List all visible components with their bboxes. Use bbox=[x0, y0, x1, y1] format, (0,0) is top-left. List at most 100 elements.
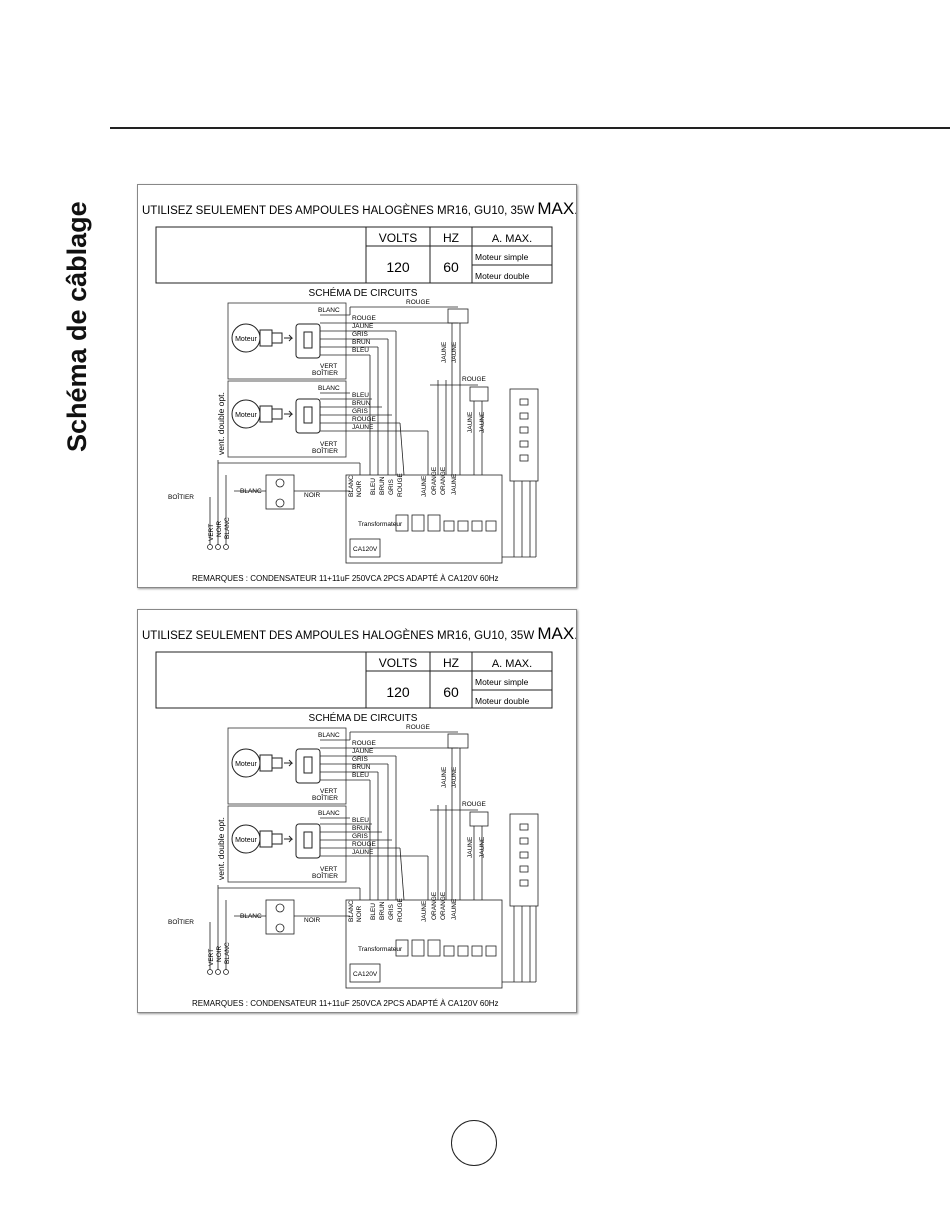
label-rouge-board: ROUGE bbox=[397, 473, 404, 498]
label-vert-2: VERT bbox=[320, 866, 337, 873]
label-brun-2: BRUN bbox=[352, 825, 371, 832]
label-blanc-2: BLANC bbox=[318, 385, 340, 392]
wiring-diagram: UTILISEZ SEULEMENT DES AMPOULES HALOGÈNE… bbox=[142, 624, 576, 1008]
label-gris-board: GRIS bbox=[388, 903, 395, 920]
label-jaune-board: JAUNE bbox=[421, 475, 428, 497]
motor-enclosure bbox=[227, 302, 347, 458]
label-vert-1: VERT bbox=[320, 788, 337, 795]
label-gris-board: GRIS bbox=[388, 478, 395, 495]
motor-1-label: Moteur bbox=[235, 761, 257, 768]
table-header-amax: A. MAX. bbox=[492, 658, 532, 670]
label-gris-1: GRIS bbox=[352, 756, 369, 763]
rating-table bbox=[155, 651, 553, 709]
label-gris-2: GRIS bbox=[352, 408, 369, 415]
label-jaune-lamp-1a: JAUNE bbox=[441, 766, 448, 788]
label-jaune-lamp-1b: JAUNE bbox=[451, 341, 458, 363]
wiring-diagram: UTILISEZ SEULEMENT DES AMPOULES HALOGÈNE… bbox=[142, 199, 576, 583]
label-rouge-top: ROUGE bbox=[406, 724, 431, 731]
row-single-motor: Moteur simple bbox=[475, 252, 529, 262]
label-boitier-2: BOÎTIER bbox=[312, 871, 338, 880]
label-vent-opt: vent. double opt. bbox=[216, 817, 226, 880]
label-ca120v: CA120V bbox=[353, 546, 378, 553]
wire-labels: BLANC ROUGE JAUNE GRIS BRUN BLEU ROUGE B… bbox=[168, 724, 487, 978]
label-jaune-board: JAUNE bbox=[421, 900, 428, 922]
volts-value: 120 bbox=[386, 684, 410, 700]
label-noir-lamp: NOIR bbox=[304, 917, 321, 924]
remarks-note: REMARQUES : CONDENSATEUR 11+11uF 250VCA … bbox=[192, 999, 499, 1008]
wiring-diagram-panel-2: UTILISEZ SEULEMENT DES AMPOULES HALOGÈNE… bbox=[137, 609, 577, 1013]
page-number-circle bbox=[451, 1120, 497, 1166]
label-boitier-supply: BOÎTIER bbox=[168, 917, 194, 926]
motor-1-label: Moteur bbox=[235, 336, 257, 343]
label-rouge-1: ROUGE bbox=[352, 740, 377, 747]
rating-table bbox=[155, 226, 553, 284]
label-vert-1: VERT bbox=[320, 363, 337, 370]
label-blanc-1: BLANC bbox=[318, 732, 340, 739]
label-orange-2: ORANGE bbox=[440, 891, 447, 920]
label-jaune-board-2: JAUNE bbox=[451, 898, 458, 920]
motor-enclosure bbox=[227, 727, 347, 883]
label-noir-board: NOIR bbox=[356, 480, 363, 497]
bulb-warning-heading: UTILISEZ SEULEMENT DES AMPOULES HALOGÈNE… bbox=[142, 624, 576, 643]
label-rouge-2: ROUGE bbox=[352, 416, 377, 423]
hz-value: 60 bbox=[443, 684, 459, 700]
label-boitier-1: BOÎTIER bbox=[312, 793, 338, 802]
table-header-hz: HZ bbox=[443, 656, 459, 670]
label-gris-1: GRIS bbox=[352, 331, 369, 338]
label-bleu-2: BLEU bbox=[352, 392, 369, 399]
motor-1 bbox=[231, 748, 321, 784]
label-rouge-2: ROUGE bbox=[352, 841, 377, 848]
label-rouge-top: ROUGE bbox=[406, 299, 431, 306]
label-brun-1: BRUN bbox=[352, 339, 371, 346]
header-rule bbox=[110, 127, 950, 129]
label-jaune-lamp-2a: JAUNE bbox=[467, 411, 474, 433]
row-double-motor: Moteur double bbox=[475, 696, 530, 706]
table-header-volts: VOLTS bbox=[379, 231, 417, 245]
motor-1 bbox=[231, 323, 321, 359]
wire-labels: BLANC ROUGE JAUNE GRIS BRUN BLEU ROUGE B… bbox=[168, 299, 487, 553]
label-rouge-lamp-2: ROUGE bbox=[462, 376, 487, 383]
bulb-warning-heading: UTILISEZ SEULEMENT DES AMPOULES HALOGÈNE… bbox=[142, 199, 576, 218]
section-title: Schéma de câblage bbox=[62, 201, 92, 452]
label-vert-supply: VERT bbox=[208, 949, 215, 966]
label-bleu-2: BLEU bbox=[352, 817, 369, 824]
label-blanc-board: BLANC bbox=[348, 475, 355, 497]
label-noir-supply: NOIR bbox=[216, 520, 223, 537]
label-brun-1: BRUN bbox=[352, 764, 371, 771]
label-jaune-1: JAUNE bbox=[352, 748, 374, 755]
row-single-motor: Moteur simple bbox=[475, 677, 529, 687]
label-rouge-board: ROUGE bbox=[397, 898, 404, 923]
table-header-hz: HZ bbox=[443, 231, 459, 245]
label-noir-supply: NOIR bbox=[216, 945, 223, 962]
label-orange-1: ORANGE bbox=[431, 891, 438, 920]
label-bleu-board: BLEU bbox=[370, 478, 377, 495]
label-noir-lamp: NOIR bbox=[304, 492, 321, 499]
label-orange-1: ORANGE bbox=[431, 466, 438, 495]
table-header-amax: A. MAX. bbox=[492, 233, 532, 245]
label-jaune-2: JAUNE bbox=[352, 849, 374, 856]
label-boitier-1: BOÎTIER bbox=[312, 368, 338, 377]
label-blanc-supply: BLANC bbox=[224, 942, 231, 964]
label-blanc-2: BLANC bbox=[318, 810, 340, 817]
wiring-diagram-panel-1: UTILISEZ SEULEMENT DES AMPOULES HALOGÈNE… bbox=[137, 184, 577, 588]
table-header-volts: VOLTS bbox=[379, 656, 417, 670]
vertical-wire-labels: vent. double opt. VERT NOIR BLANC BLANC … bbox=[208, 341, 486, 541]
label-boitier-supply: BOÎTIER bbox=[168, 492, 194, 501]
label-vert-supply: VERT bbox=[208, 524, 215, 541]
label-brun-board: BRUN bbox=[379, 901, 386, 920]
label-transformateur: Transformateur bbox=[358, 521, 403, 528]
label-vent-opt: vent. double opt. bbox=[216, 392, 226, 455]
label-bleu-1: BLEU bbox=[352, 347, 369, 354]
label-jaune-lamp-1a: JAUNE bbox=[441, 341, 448, 363]
label-blanc-supply: BLANC bbox=[224, 517, 231, 539]
wiring bbox=[207, 306, 539, 564]
label-jaune-lamp-2a: JAUNE bbox=[467, 836, 474, 858]
label-brun-2: BRUN bbox=[352, 400, 371, 407]
remarks-note: REMARQUES : CONDENSATEUR 11+11uF 250VCA … bbox=[192, 574, 499, 583]
label-bleu-1: BLEU bbox=[352, 772, 369, 779]
label-orange-2: ORANGE bbox=[440, 466, 447, 495]
label-rouge-lamp-2: ROUGE bbox=[462, 801, 487, 808]
motor-2 bbox=[231, 398, 321, 434]
label-blanc-board: BLANC bbox=[348, 900, 355, 922]
motor-2 bbox=[231, 823, 321, 859]
